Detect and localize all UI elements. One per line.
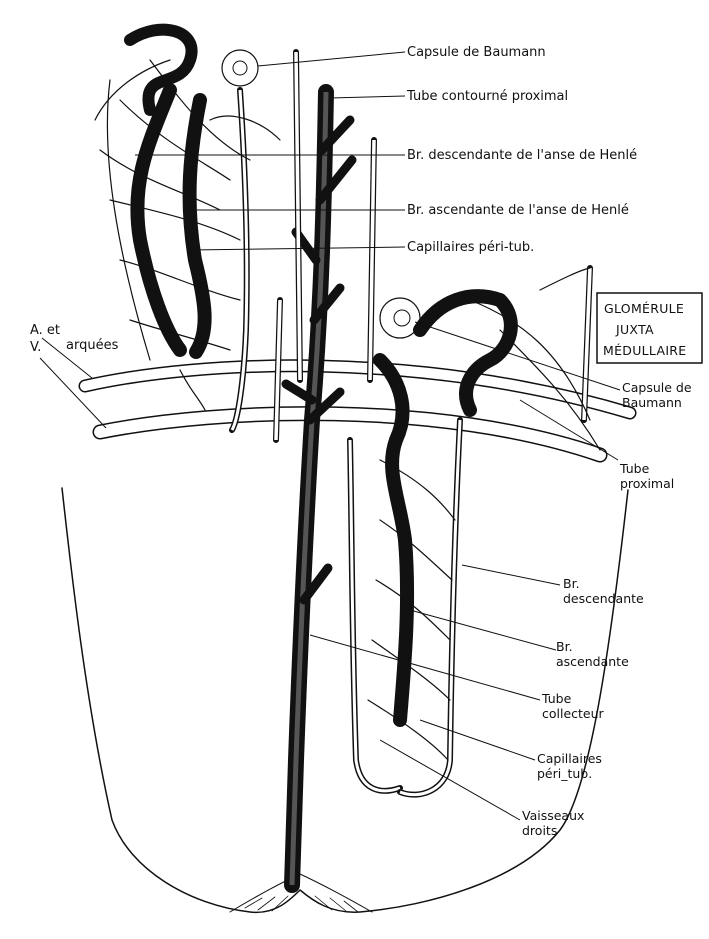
label-br-ascendante-henle: Br. ascendante de l'anse de Henlé xyxy=(407,203,629,218)
label-capillaires-peri-top: Capillaires péri-tub. xyxy=(407,240,534,255)
label-br-descendante-henle: Br. descendante de l'anse de Henlé xyxy=(407,148,637,163)
label-br-asc-2: ascendante xyxy=(556,654,629,669)
box-line-3: MÉDULLAIRE xyxy=(603,343,687,358)
glomerule-juxta-box: GLOMÉRULE JUXTA MÉDULLAIRE xyxy=(597,293,702,363)
label-br-asc-1: Br. xyxy=(556,639,573,654)
box-line-1: GLOMÉRULE xyxy=(604,301,684,316)
box-line-2: JUXTA xyxy=(615,322,654,337)
label-tube-proximal-2: proximal xyxy=(620,476,674,491)
label-capsule-jm-1: Capsule de xyxy=(622,380,692,395)
label-arquees: arquées xyxy=(66,338,119,353)
label-br-desc-2: descendante xyxy=(563,591,644,606)
label-a-et: A. et xyxy=(30,323,60,338)
label-vaisseaux-1: Vaisseaux xyxy=(522,808,584,823)
label-tube-coll-1: Tube xyxy=(541,691,572,706)
label-tube-coll-2: collecteur xyxy=(542,706,605,721)
label-capillaires-2: péri_tub. xyxy=(537,766,592,781)
label-tube-proximal-1: Tube xyxy=(619,461,650,476)
label-capsule-cortical: Capsule de Baumann xyxy=(407,45,546,60)
label-tube-contourne: Tube contourné proximal xyxy=(406,89,568,104)
label-capillaires-1: Capillaires xyxy=(537,751,602,766)
labels: Capsule de Baumann Tube contourné proxim… xyxy=(30,45,692,838)
label-br-desc-1: Br. xyxy=(563,576,580,591)
label-v: V. xyxy=(30,340,41,355)
label-capsule-jm-2: Baumann xyxy=(622,395,682,410)
label-vaisseaux-2: droits xyxy=(522,823,557,838)
